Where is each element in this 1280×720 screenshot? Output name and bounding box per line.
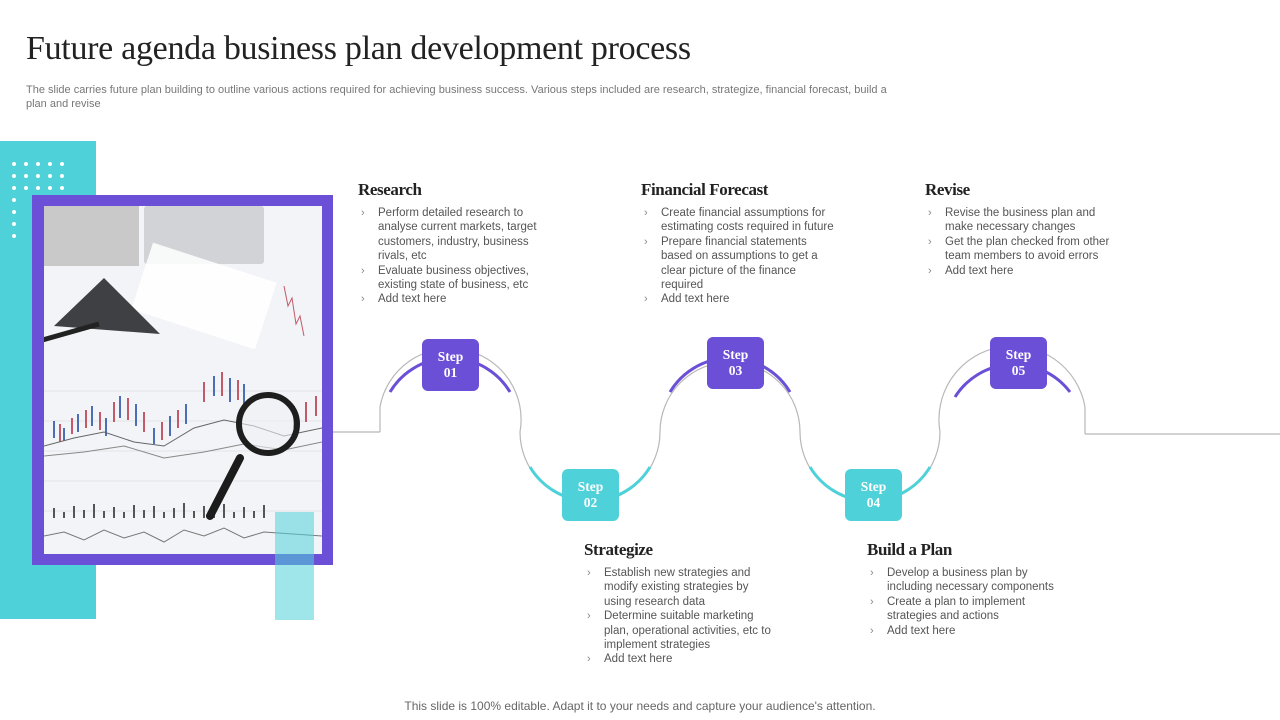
page-subtitle: The slide carries future plan building t… [26,84,887,110]
bullet-item: Add text here [641,292,836,307]
bullet-item: Prepare financial statements based on as… [641,235,836,293]
bullet-item: Determine suitable marketing plan, opera… [584,609,779,652]
step-01-badge: Step 01 [422,339,479,391]
bullet-list: Develop a business plan by including nec… [867,566,1062,638]
bullet-item: Add text here [867,624,1062,639]
research-block: Research Perform detailed research to an… [358,180,553,307]
decor-dot [60,186,64,190]
bullet-item: Get the plan checked from other team mem… [925,235,1120,264]
build-a-plan-block: Build a Plan Develop a business plan by … [867,540,1062,638]
bullet-item: Evaluate business objectives, existing s… [358,264,553,293]
decor-dot [60,162,64,166]
step-02-badge: Step 02 [562,469,619,521]
decor-dot [12,186,16,190]
decor-dot [12,222,16,226]
decor-dot [36,174,40,178]
step-label: Step [860,479,887,494]
step-title: Financial Forecast [641,180,769,199]
step-number: 03 [728,363,743,378]
decor-dot [24,174,28,178]
bullet-item: Establish new strategies and modify exis… [584,566,779,609]
bullet-item: Add text here [358,292,553,307]
step-05-badge: Step 05 [990,337,1047,389]
step-04-badge: Step 04 [845,469,902,521]
decor-dot [36,186,40,190]
financial-forecast-block: Financial Forecast Create financial assu… [641,180,836,307]
decor-dot [48,162,52,166]
decor-dot [12,174,16,178]
decor-dot [24,162,28,166]
revise-block: Revise Revise the business plan and make… [925,180,1120,278]
step-label: Step [577,479,604,494]
decor-dot [12,210,16,214]
step-title: Research [358,180,422,199]
step-title: Revise [925,180,970,199]
bullet-item: Create a plan to implement strategies an… [867,595,1062,624]
decor-dot [60,174,64,178]
bullet-item: Add text here [925,264,1120,279]
stock-chart-magnifier-image [44,206,322,554]
step-number: 05 [1011,363,1026,378]
step-label: Step [437,349,464,364]
decor-dot [12,234,16,238]
bullet-list: Create financial assumptions for estimat… [641,206,836,307]
decor-dot [48,174,52,178]
bullet-list: Establish new strategies and modify exis… [584,566,779,667]
footer-note: This slide is 100% editable. Adapt it to… [404,699,876,713]
step-number: 04 [866,495,881,510]
decor-dot [48,186,52,190]
step-title: Strategize [584,540,653,559]
step-title: Build a Plan [867,540,952,559]
bullet-item: Add text here [584,652,779,667]
decor-dot [12,198,16,202]
step-label: Step [1005,347,1032,362]
bullet-list: Revise the business plan and make necess… [925,206,1120,278]
bullet-item: Develop a business plan by including nec… [867,566,1062,595]
step-label: Step [722,347,749,362]
bullet-list: Perform detailed research to analyse cur… [358,206,553,307]
teal-decor-bar [275,512,314,620]
decor-dot [12,162,16,166]
step-number: 02 [583,495,598,510]
bullet-item: Create financial assumptions for estimat… [641,206,836,235]
strategize-block: Strategize Establish new strategies and … [584,540,779,667]
step-number: 01 [443,365,458,380]
decor-dot [36,162,40,166]
step-03-badge: Step 03 [707,337,764,389]
bullet-item: Perform detailed research to analyse cur… [358,206,553,264]
page-title: Future agenda business plan development … [26,30,691,67]
decor-dot [24,186,28,190]
bullet-item: Revise the business plan and make necess… [925,206,1120,235]
